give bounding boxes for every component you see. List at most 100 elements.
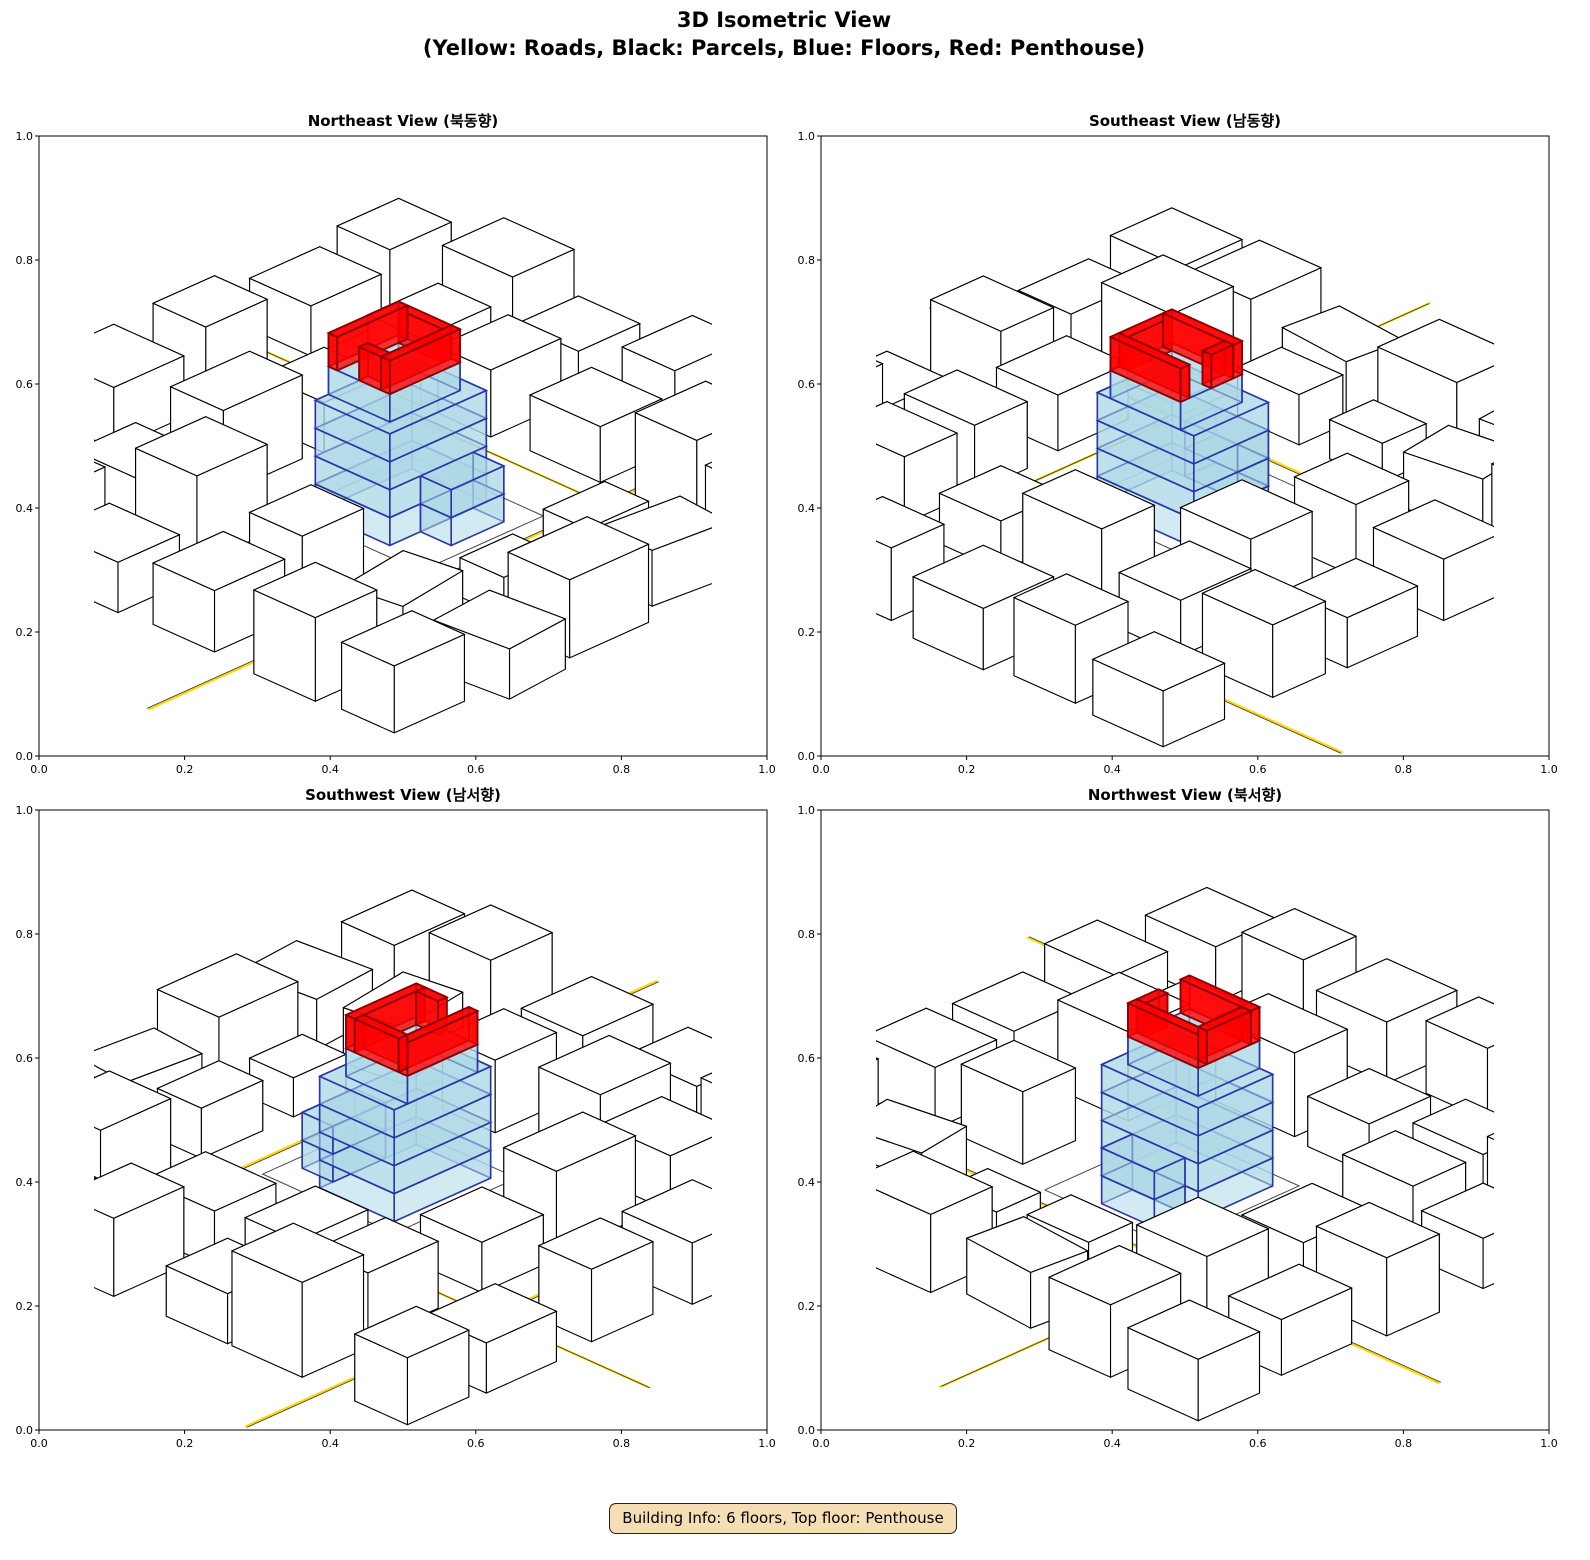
penthouse-top xyxy=(1108,332,1192,370)
parcel-wall xyxy=(94,1176,97,1235)
panel-title: Southeast View (남동향) xyxy=(1089,112,1281,130)
penthouse-wall xyxy=(1201,349,1213,390)
figure-title: 3D Isometric View xyxy=(677,8,891,32)
y-tick-label: 0.6 xyxy=(16,1052,34,1065)
parcel-wall xyxy=(709,400,712,459)
parcel-wall xyxy=(691,1233,712,1305)
scene xyxy=(0,197,837,734)
penthouse-wall xyxy=(345,1014,356,1054)
parcel-top xyxy=(1486,1132,1494,1141)
penthouse-wall xyxy=(397,1033,409,1073)
parcel-wall xyxy=(760,1180,827,1255)
parcel-wall xyxy=(1491,463,1494,550)
panel-title: Northeast View (북동향) xyxy=(308,112,499,130)
x-tick-label: 0.0 xyxy=(30,1437,48,1450)
parcel-wall xyxy=(1549,1133,1590,1259)
y-tick-label: 0.0 xyxy=(16,1424,34,1437)
parcel-top xyxy=(134,416,269,477)
parcel-wall xyxy=(0,475,35,571)
x-tick-label: 0.8 xyxy=(1395,1437,1413,1450)
parcel-wall xyxy=(1584,1063,1590,1145)
y-tick-label: 0.6 xyxy=(16,378,34,391)
parcel-top xyxy=(441,217,576,278)
parcel-top xyxy=(876,360,884,368)
parcel-top xyxy=(965,1216,1089,1274)
parcel-top xyxy=(1424,996,1494,1049)
parcel-top xyxy=(1100,254,1235,315)
x-tick-label: 0.0 xyxy=(30,763,48,776)
y-tick-label: 0.2 xyxy=(798,1300,816,1313)
parcel-top xyxy=(1315,1201,1441,1259)
y-tick-label: 0.6 xyxy=(798,378,816,391)
parcel-top xyxy=(1402,424,1494,480)
parcel-top xyxy=(239,940,374,1000)
axes-frame xyxy=(820,135,1550,757)
parcel-top xyxy=(340,610,466,667)
parcel-top xyxy=(151,275,269,328)
parcel-top xyxy=(1372,499,1494,560)
parcel-top xyxy=(634,380,712,442)
parcel-wall xyxy=(1558,1105,1590,1228)
parcel-wall xyxy=(776,1153,837,1259)
parcel-top xyxy=(1240,907,1358,961)
parcel-top xyxy=(0,353,83,404)
parcel-wall xyxy=(0,438,4,525)
parcel-top xyxy=(1315,958,1459,1023)
panel-title: Northwest View (북서향) xyxy=(1088,786,1282,804)
x-tick-label: 0.6 xyxy=(467,763,485,776)
penthouse-wall xyxy=(1179,363,1191,403)
parcel-top xyxy=(419,1186,545,1243)
x-tick-label: 0.8 xyxy=(613,1437,631,1450)
penthouse-top xyxy=(1196,1006,1253,1032)
parcel-wall xyxy=(0,381,22,483)
parcel-wall xyxy=(1482,1232,1494,1290)
parcel-top xyxy=(995,335,1130,396)
parcel-top xyxy=(248,246,383,307)
x-tick-label: 1.0 xyxy=(1540,763,1558,776)
parcel-top xyxy=(0,1095,4,1154)
parcel-wall xyxy=(1562,413,1590,504)
parcel-top xyxy=(1490,462,1494,466)
parcel-top xyxy=(1411,1098,1494,1156)
x-tick-label: 0.2 xyxy=(176,763,194,776)
parcel-wall xyxy=(755,1059,816,1170)
parcel-top xyxy=(541,480,650,530)
parcel-top xyxy=(151,530,286,592)
y-tick-label: 0.4 xyxy=(798,502,816,515)
parcel-wall xyxy=(1486,1132,1494,1232)
parcel-wall xyxy=(876,496,884,573)
x-tick-label: 0.0 xyxy=(812,1437,830,1450)
parcel-top xyxy=(432,589,567,650)
parcel-wall xyxy=(0,411,4,494)
parcel-wall xyxy=(1562,437,1590,535)
parcel-top xyxy=(94,1175,98,1180)
parcel-top xyxy=(537,1034,672,1096)
parcel-wall xyxy=(786,499,847,577)
parcel-wall xyxy=(94,1175,97,1234)
parcel-top xyxy=(335,197,453,251)
parcel-wall xyxy=(738,1087,808,1186)
parcel-wall xyxy=(876,1058,879,1145)
parcel-top xyxy=(1117,540,1253,601)
parcel-wall xyxy=(1546,410,1590,494)
parcel-top xyxy=(1293,452,1410,506)
parcel-wall xyxy=(767,437,837,541)
parcel-top xyxy=(1306,1067,1432,1125)
parcel-top xyxy=(876,495,946,549)
x-tick-label: 0.8 xyxy=(1395,763,1413,776)
penthouse-top xyxy=(1160,308,1245,346)
building-info-box: Building Info: 6 floors, Top floor: Pent… xyxy=(609,1503,957,1534)
y-tick-label: 1.0 xyxy=(16,804,34,817)
y-tick-label: 0.0 xyxy=(798,1424,816,1437)
parcel-wall xyxy=(704,464,712,542)
parcel-top xyxy=(876,1057,880,1061)
x-tick-label: 1.0 xyxy=(758,763,776,776)
parcel-top xyxy=(716,468,848,527)
parcel-top xyxy=(94,461,107,473)
penthouse-wall xyxy=(1197,1025,1208,1066)
parcel-top xyxy=(520,975,655,1037)
parcel-wall xyxy=(1553,436,1590,547)
penthouse-top xyxy=(326,300,410,338)
